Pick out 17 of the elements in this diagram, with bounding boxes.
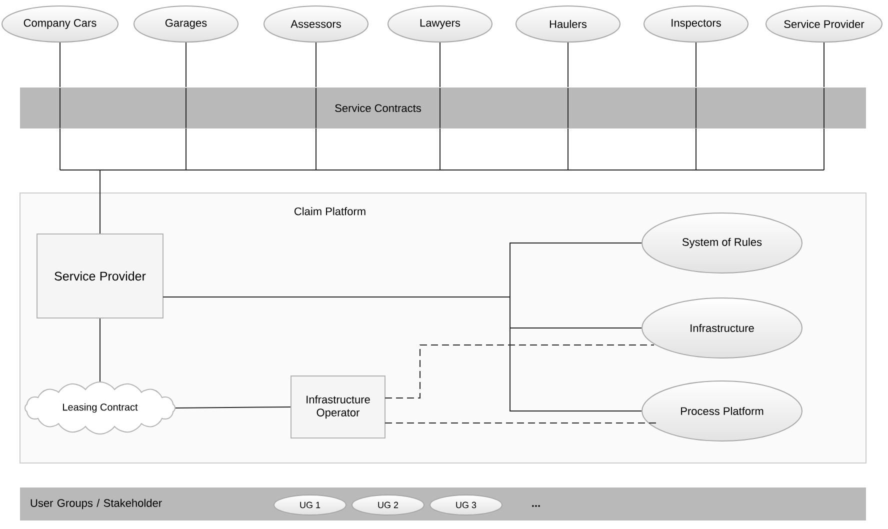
ellipse-node: Company Cars	[2, 6, 118, 42]
connector-line	[384, 344, 654, 398]
process-box: Infrastructure Operator	[290, 376, 386, 438]
ellipse-node: Inspectors	[644, 6, 748, 42]
ellipsis-text: ...	[532, 505, 540, 507]
contract-cloud: Leasing Contract	[24, 382, 176, 434]
connector-line	[175, 406, 291, 408]
connector-line	[60, 128, 824, 234]
ellipse-node: Haulers	[516, 6, 620, 42]
ellipse-node: Service Provider	[766, 6, 882, 42]
connector-line	[162, 296, 642, 412]
ellipse-node: Garages	[134, 6, 238, 42]
contracts-band: Service Contracts	[20, 88, 866, 128]
ellipse-node: Assessors	[264, 6, 368, 42]
connector-line	[384, 422, 658, 424]
ellipse-node: Lawyers	[388, 6, 492, 42]
process-box: Service Provider	[36, 234, 164, 318]
